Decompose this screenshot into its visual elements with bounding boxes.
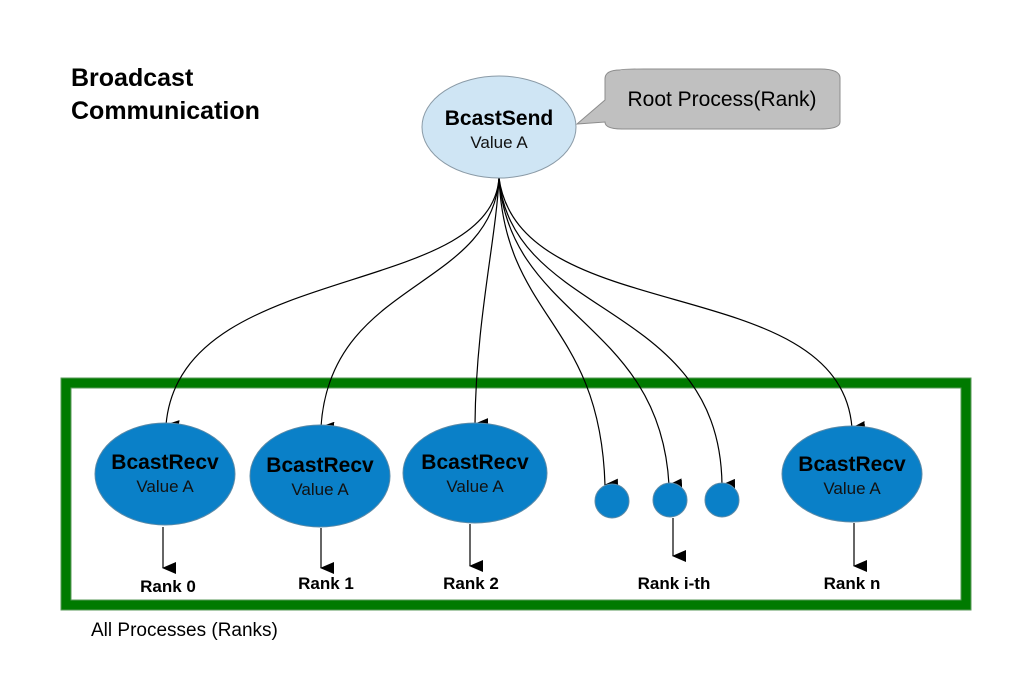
rank-arrows [162, 518, 867, 574]
small-node[interactable] [704, 482, 740, 518]
root-callout: Root Process(Rank) [575, 68, 841, 130]
receiver-name: BcastRecv [421, 451, 529, 474]
receiver-node[interactable]: BcastRecv Value A [402, 422, 548, 524]
edge-rank-0 [165, 177, 500, 433]
rank-label: Rank n [824, 574, 881, 593]
callout-text: Root Process(Rank) [627, 88, 816, 111]
edge-rank-n [498, 177, 866, 433]
rank-label: Rank 1 [298, 574, 354, 593]
rank-label: Rank 2 [443, 574, 499, 593]
edge-rank-2 [474, 177, 500, 431]
receiver-node[interactable]: BcastRecv Value A [781, 425, 923, 523]
small-node[interactable] [652, 482, 688, 518]
receiver-node[interactable]: BcastRecv Value A [249, 424, 391, 528]
title-line-2: Communication [71, 97, 260, 125]
rank-label: Rank 0 [140, 577, 196, 596]
receiver-value: Value A [136, 477, 194, 496]
edge-rank-1 [320, 177, 500, 434]
receiver-name: BcastRecv [111, 451, 219, 474]
receiver-value: Value A [446, 477, 504, 496]
broadcast-edges [165, 177, 866, 491]
receiver-name: BcastRecv [266, 454, 374, 477]
title-line-1: Broadcast [71, 64, 194, 92]
edge-small-3 [498, 177, 736, 491]
group-label: All Processes (Ranks) [91, 620, 278, 641]
receiver-value: Value A [823, 479, 881, 498]
root-node-name: BcastSend [445, 107, 554, 130]
small-node[interactable] [594, 483, 630, 519]
receiver-name: BcastRecv [798, 453, 906, 476]
edge-small-2 [498, 177, 683, 491]
receiver-node[interactable]: BcastRecv Value A [94, 422, 236, 526]
edge-small-1 [498, 177, 619, 491]
root-node-value: Value A [470, 133, 528, 152]
receiver-value: Value A [291, 480, 349, 499]
root-node[interactable]: BcastSend Value A [421, 75, 577, 179]
rank-label: Rank i-th [638, 574, 711, 593]
